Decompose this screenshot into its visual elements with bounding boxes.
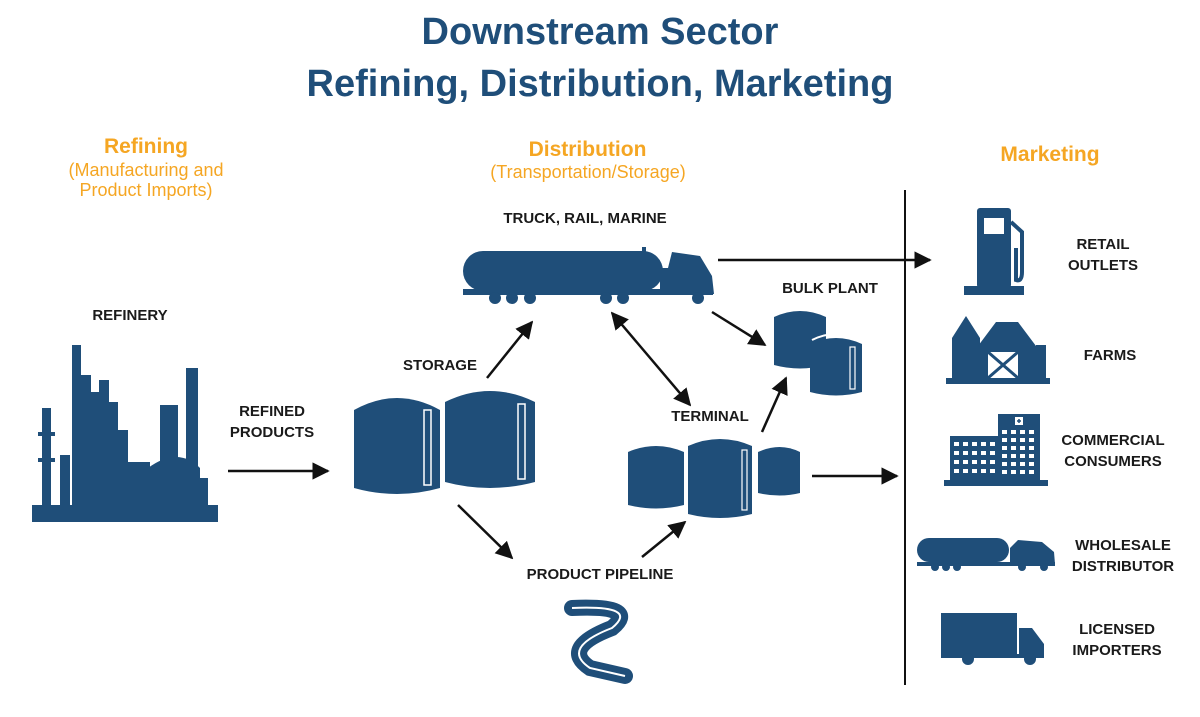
commercial-building-icon bbox=[944, 414, 1048, 486]
refined-products-label: REFINED PRODUCTS bbox=[229, 403, 315, 441]
window-icon bbox=[981, 442, 986, 446]
wholesale-tanker-icon bbox=[917, 538, 1055, 571]
window-icon bbox=[1020, 454, 1025, 458]
commercial-consumers-label: COMMERCIAL CONSUMERS bbox=[1061, 432, 1165, 470]
pipeline-icon bbox=[564, 599, 633, 684]
arrow-transport-terminal bbox=[610, 311, 692, 407]
window-icon bbox=[1002, 430, 1007, 434]
storage-tanks-icon bbox=[354, 384, 535, 494]
box-truck-icon bbox=[941, 613, 1044, 665]
window-icon bbox=[954, 460, 959, 464]
window-icon bbox=[1029, 438, 1034, 442]
barn-icon bbox=[946, 316, 1050, 384]
arrow-terminal-bulk bbox=[760, 376, 788, 433]
window-icon bbox=[1002, 438, 1007, 442]
wholesale-distributor-label: WHOLESALE DISTRIBUTOR bbox=[1071, 537, 1175, 575]
storage-label: STORAGE bbox=[403, 357, 477, 374]
retail-outlets-label: RETAIL OUTLETS bbox=[1068, 236, 1138, 274]
window-icon bbox=[1011, 438, 1016, 442]
marketing-heading: Marketing bbox=[1000, 143, 1100, 166]
window-icon bbox=[963, 460, 968, 464]
window-icon bbox=[972, 442, 977, 446]
transport-label: TRUCK, RAIL, MARINE bbox=[503, 210, 667, 227]
refinery-label: REFINERY bbox=[92, 307, 168, 324]
window-icon bbox=[1020, 462, 1025, 466]
pipeline-label: PRODUCT PIPELINE bbox=[526, 566, 674, 583]
window-icon bbox=[954, 469, 959, 473]
window-icon bbox=[1020, 470, 1025, 474]
window-icon bbox=[990, 460, 995, 464]
window-icon bbox=[1020, 446, 1025, 450]
window-icon bbox=[990, 442, 995, 446]
window-icon bbox=[981, 451, 986, 455]
window-icon bbox=[954, 451, 959, 455]
bulk-plant-label: BULK PLANT bbox=[782, 280, 878, 297]
window-icon bbox=[972, 469, 977, 473]
window-icon bbox=[990, 469, 995, 473]
tanker-truck-icon bbox=[463, 247, 714, 304]
window-icon bbox=[954, 442, 959, 446]
refinery-icon bbox=[32, 345, 218, 522]
window-icon bbox=[1029, 462, 1034, 466]
flow-arrows bbox=[228, 251, 932, 560]
window-icon bbox=[1002, 462, 1007, 466]
arrow-transport-bulk bbox=[711, 310, 767, 347]
arrow-storage-pipeline bbox=[457, 504, 514, 560]
window-icon bbox=[972, 460, 977, 464]
bulk-plant-icon bbox=[774, 306, 862, 396]
window-icon bbox=[1029, 454, 1034, 458]
terminal-icon bbox=[628, 434, 800, 518]
distribution-sub: (Transportation/Storage) bbox=[490, 162, 686, 182]
window-icon bbox=[981, 460, 986, 464]
window-icon bbox=[981, 469, 986, 473]
window-icon bbox=[1002, 446, 1007, 450]
window-icon bbox=[1002, 454, 1007, 458]
arrow-storage-transport bbox=[486, 320, 534, 379]
window-icon bbox=[1002, 470, 1007, 474]
refining-sub-line2: Product Imports) bbox=[79, 180, 213, 200]
distribution-heading: Distribution bbox=[528, 138, 647, 161]
window-icon bbox=[1011, 430, 1016, 434]
window-icon bbox=[1020, 438, 1025, 442]
farms-label: FARMS bbox=[1083, 347, 1137, 364]
window-icon bbox=[963, 469, 968, 473]
window-icon bbox=[963, 451, 968, 455]
refining-heading: Refining bbox=[104, 135, 188, 158]
page-subtitle: Refining, Distribution, Marketing bbox=[306, 63, 894, 105]
window-icon bbox=[1029, 470, 1034, 474]
window-icon bbox=[1011, 446, 1016, 450]
refining-sub-line1: (Manufacturing and bbox=[68, 160, 224, 180]
window-icon bbox=[1011, 454, 1016, 458]
arrow-pipeline-terminal bbox=[641, 520, 687, 558]
window-icon bbox=[1011, 462, 1016, 466]
window-icon bbox=[1011, 470, 1016, 474]
page-title: Downstream Sector bbox=[421, 11, 779, 53]
window-icon bbox=[963, 442, 968, 446]
window-icon bbox=[1029, 446, 1034, 450]
window-icon bbox=[990, 451, 995, 455]
window-icon bbox=[1020, 430, 1025, 434]
terminal-label: TERMINAL bbox=[671, 408, 749, 425]
gas-pump-icon bbox=[964, 208, 1024, 295]
window-icon bbox=[972, 451, 977, 455]
window-icon bbox=[1029, 430, 1034, 434]
licensed-importers-label: LICENSED IMPORTERS bbox=[1072, 621, 1162, 659]
